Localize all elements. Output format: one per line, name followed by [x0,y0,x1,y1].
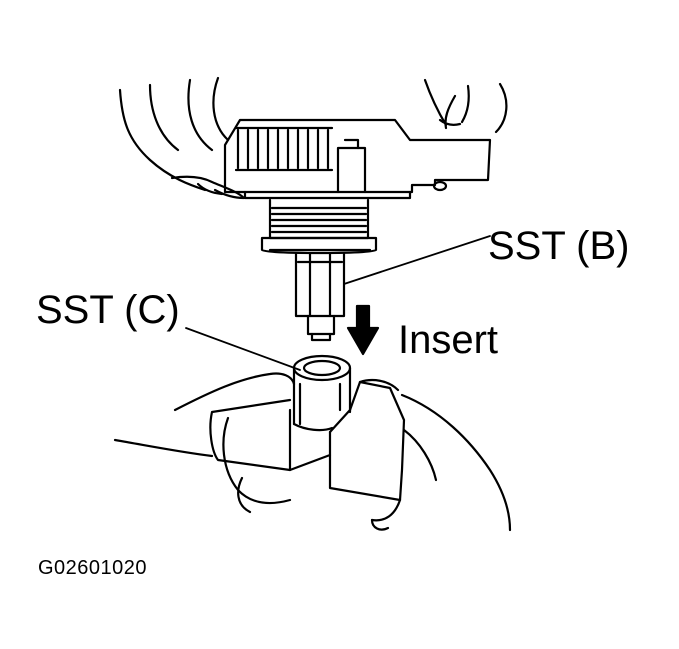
pulley [260,198,378,255]
vise [209,379,406,502]
label-sst-b: SST (B) [488,224,630,268]
upper-hand [118,76,508,200]
alternator-housing [223,118,492,200]
leader-line-sst-b [343,235,491,285]
figure-code: G02601020 [38,557,148,579]
lower-hand [113,372,512,532]
sst-b-tool [294,252,346,342]
insert-arrow [346,304,380,356]
leader-line-sst-c [185,327,301,371]
label-sst-c: SST (C) [36,288,180,332]
label-insert: Insert [398,318,499,362]
